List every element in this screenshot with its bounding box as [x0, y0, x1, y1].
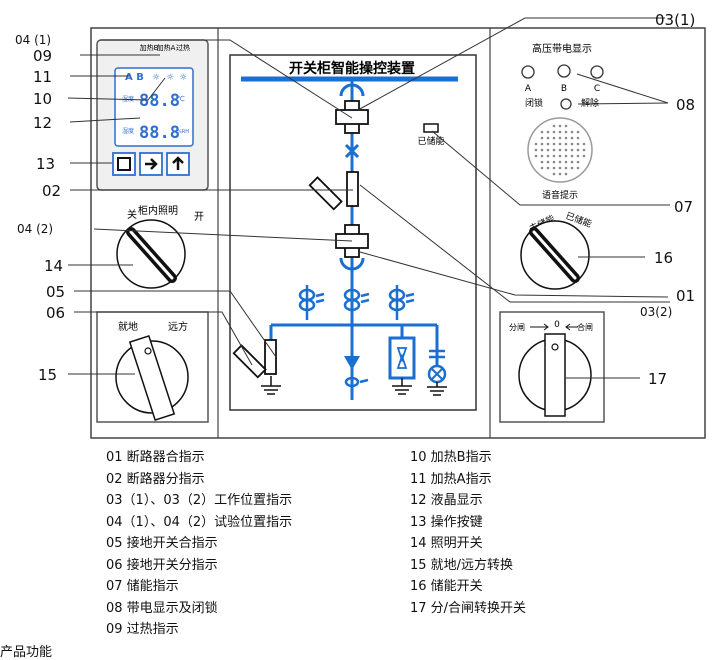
heat-a-label: 加热A — [157, 43, 176, 52]
voice-prompt-label: 语音提示 — [542, 189, 578, 201]
lcd-status-icons: ☼ ☼ ☼ — [152, 73, 187, 83]
legend-item: 04（1）、04（2）试验位置指示 — [106, 514, 293, 530]
phase-c-led — [590, 65, 604, 79]
footer-note: 产品功能 — [0, 645, 53, 660]
heat-b-label: 加热B — [140, 43, 159, 52]
lcd-row1-unit: ℃ — [177, 95, 185, 103]
legend-item: 15 就地/远方转换 — [410, 557, 514, 573]
lighting-on-label: 开 — [194, 212, 204, 223]
legend-item: 13 操作按键 — [410, 514, 483, 530]
legend-item: 05 接地开关合指示 — [106, 536, 218, 551]
breaker-open-indicator — [308, 176, 343, 211]
local-label: 就地 — [118, 320, 138, 333]
callout-07: 07 — [674, 198, 693, 216]
heat-b-icon: ☼ — [152, 73, 160, 83]
legend-left: 01 断路器合指示 02 断路器分指示 03（1）、03（2）工作位置指示 04（1）… — [106, 447, 292, 641]
lcd-row2-label: 湿度 — [122, 127, 134, 135]
callout-14: 14 — [44, 257, 63, 275]
legend-item: 03（1）、03（2）工作位置指示 — [106, 493, 293, 508]
lighting-off-label: 关 — [127, 208, 137, 221]
callout-17: 17 — [648, 370, 667, 388]
legend-item: 07 储能指示 — [106, 579, 179, 594]
remote-label: 远方 — [168, 320, 188, 333]
zero-label: 0 — [554, 320, 560, 330]
callout-04-2: 04 (2) — [17, 222, 53, 236]
phase-a-led — [521, 65, 535, 79]
legend-item: 08 带电显示及闭锁 — [106, 600, 218, 616]
callout-04-1: 04 (1) — [15, 33, 51, 47]
legend-item: 16 储能开关 — [410, 579, 483, 594]
lighting-label: 柜内照明 — [138, 204, 178, 217]
release-button[interactable] — [560, 98, 572, 110]
callout-08: 08 — [676, 96, 695, 114]
phase-c-label: C — [594, 84, 600, 94]
callout-05: 05 — [46, 283, 65, 301]
menu-button[interactable] — [112, 152, 136, 176]
heat-a-icon: ☼ — [166, 73, 174, 83]
callout-06: 06 — [46, 304, 65, 322]
legend-item: 10 加热B指示 — [410, 450, 492, 465]
legend-item: 02 断路器分指示 — [106, 471, 205, 487]
phase-b-led — [557, 64, 571, 78]
lcd-row1-label: 湿度 — [122, 95, 134, 103]
lcd-row1-value: 88.8 — [139, 91, 180, 111]
open-label: 分闸 — [509, 323, 525, 332]
callout-13: 13 — [36, 155, 55, 173]
callout-15: 15 — [38, 366, 57, 384]
arrow-right-icon — [145, 158, 158, 170]
work-position-indicator-1 — [335, 100, 369, 134]
earthing-closed-indicator — [264, 339, 277, 375]
release-label: 解除 — [581, 97, 599, 109]
legend-item: 01 断路器合指示 — [106, 450, 205, 465]
callout-01: 01 — [676, 287, 695, 305]
phase-a-label: A — [525, 84, 532, 94]
legend-item: 11 加热A指示 — [410, 471, 492, 487]
hv-display-title: 高压带电显示 — [532, 42, 592, 55]
breaker-closed-indicator — [346, 171, 359, 207]
legend-right: 10 加热B指示 11 加热A指示 12 液晶显示 13 操作按键 14 照明开关 1… — [410, 447, 526, 619]
legend-item: 06 接地开关分指示 — [106, 557, 218, 573]
close-label: 合闸 — [577, 322, 593, 332]
legend-item: 12 液晶显示 — [410, 493, 483, 508]
callout-11: 11 — [33, 68, 52, 86]
lcd-row2-value: 88.8 — [139, 123, 180, 143]
overheat-label: 过热 — [176, 43, 190, 52]
legend-item: 09 过热指示 — [106, 622, 179, 637]
device-title: 开关柜智能操控装置 — [289, 60, 415, 77]
callout-03-2: 03(2) — [640, 305, 672, 319]
callout-09: 09 — [33, 47, 52, 65]
energy-stored-indicator — [423, 123, 439, 133]
legend-item: 14 照明开关 — [410, 536, 483, 551]
callout-03-1: 03(1) — [655, 11, 695, 29]
lcd-row2-unit: %RH — [177, 129, 189, 135]
lcd-ab: A B — [125, 72, 144, 83]
lcd-screen — [114, 67, 194, 147]
speaker-dots — [534, 124, 586, 176]
current-transformers — [298, 285, 415, 320]
legend-item: 17 分/合闸转换开关 — [410, 600, 527, 616]
leader-lines — [67, 17, 670, 379]
callout-16: 16 — [654, 249, 673, 267]
arrow-up-icon — [172, 156, 184, 170]
lcd-buttons — [112, 152, 190, 176]
callout-02: 02 — [42, 182, 61, 200]
lock-label: 闭锁 — [525, 97, 543, 109]
callout-10: 10 — [33, 90, 52, 108]
phase-b-label: B — [561, 84, 567, 94]
overheat-icon: ☼ — [179, 73, 187, 83]
callout-12: 12 — [33, 114, 52, 132]
energy-stored-label: 已储能 — [417, 135, 444, 147]
